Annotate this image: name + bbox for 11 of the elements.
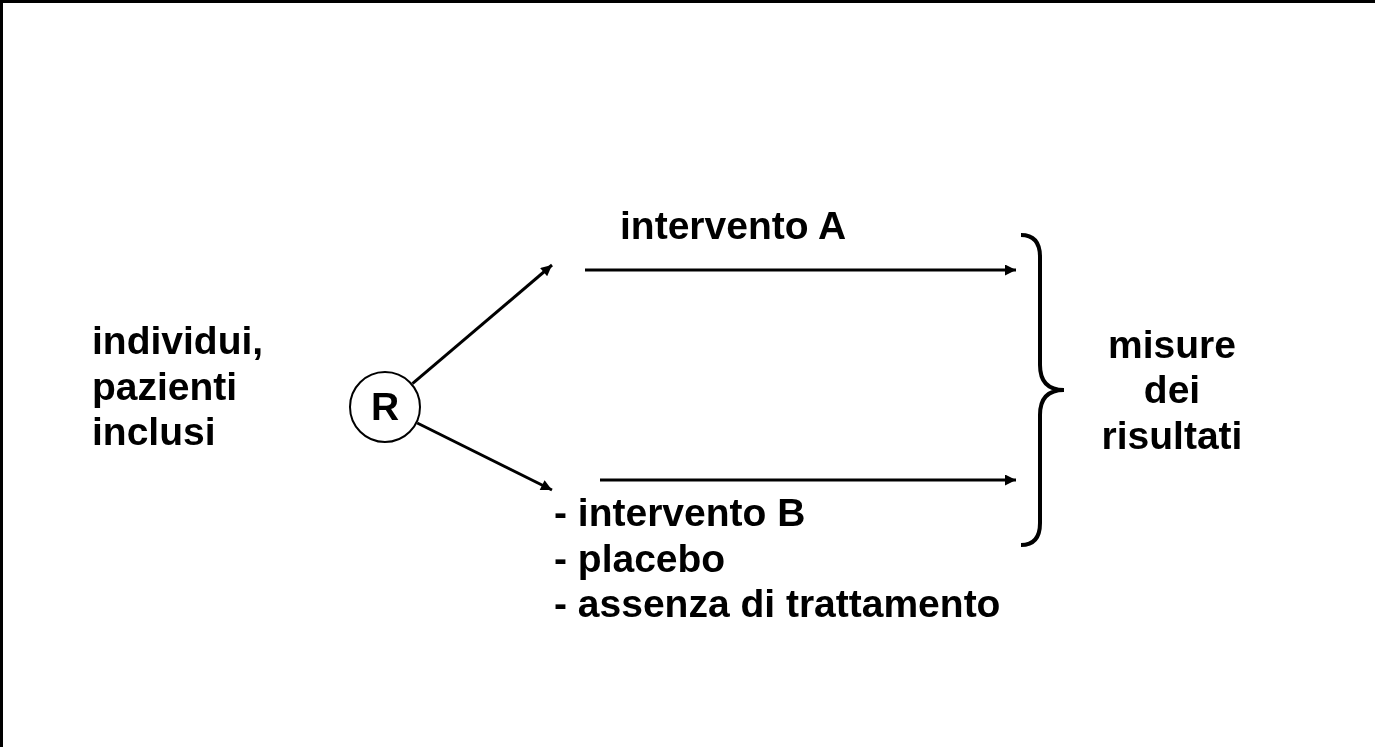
arrow — [600, 474, 1016, 486]
label-text: intervento A — [619, 203, 847, 249]
arrow — [416, 421, 553, 492]
label-text: individui, pazienti inclusi — [92, 318, 265, 455]
arrow — [411, 263, 553, 385]
arrow — [585, 264, 1016, 276]
label-text: misure dei risultati — [1100, 321, 1244, 459]
label-text: - placebo — [553, 535, 726, 582]
label-text: - assenza di trattamento — [553, 581, 1001, 627]
circle-label: R — [370, 384, 400, 430]
label-text: - intervento B — [553, 490, 806, 536]
